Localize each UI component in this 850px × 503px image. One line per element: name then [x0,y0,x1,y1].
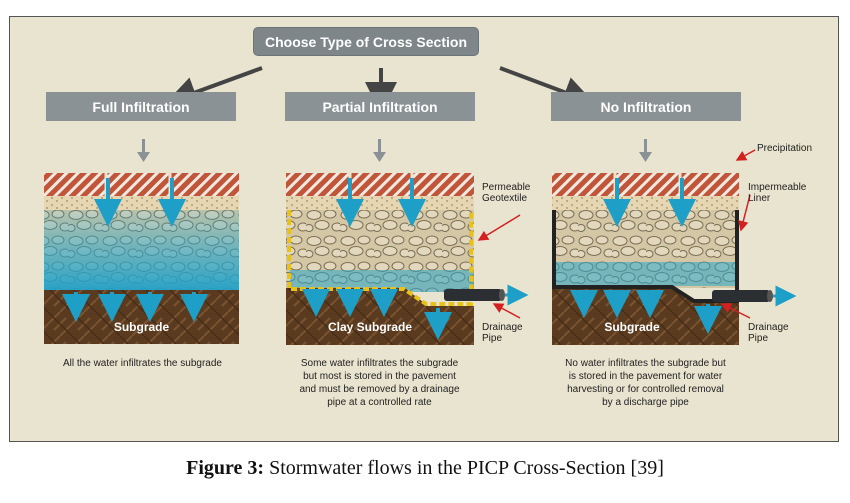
callout-line: Drainage [748,322,789,333]
title-box: Choose Type of Cross Section [253,27,479,56]
description-line: No water infiltrates the subgrade but [565,358,726,369]
heading-no-infiltration: No Infiltration [551,92,741,121]
callout-geotextile: Permeable Geotextile [482,182,530,204]
subgrade-label-partial: Clay Subgrade [327,320,413,334]
description-line: but most is stored in the pavement [303,371,456,382]
heading-full-infiltration: Full Infiltration [46,92,236,121]
subgrade-label-none: Subgrade [604,320,660,334]
callout-line: Geotextile [482,193,528,204]
callout-line: Permeable [482,182,531,193]
callout-line: Drainage [482,322,523,333]
cross-section-none [552,149,797,345]
diagram-title: Choose Type of Cross Section [265,33,467,50]
subgrade-label-full: Subgrade [113,320,170,334]
cross-section-partial [286,173,529,345]
heading-partial-infiltration: Partial Infiltration [285,92,475,121]
callout-line: Pipe [748,333,769,344]
callout-pipe-none: Drainage Pipe [748,322,789,344]
description-line: by a discharge pipe [602,397,689,408]
callout-line: Liner [748,193,771,204]
callout-line: Impermeable [748,182,807,193]
heading-label: No Infiltration [600,98,692,115]
description-line: and must be removed by a drainage [299,384,460,395]
description-line: harvesting or for controlled removal [567,384,724,395]
description-partial: Some water infiltrates the subgrade but … [272,357,487,409]
heading-label: Full Infiltration [92,98,190,115]
callout-pipe-partial: Drainage Pipe [482,322,523,344]
column-arrows [137,139,652,162]
description-none: No water infiltrates the subgrade but is… [538,357,753,409]
description-line: pipe at a controlled rate [327,397,432,408]
callout-liner: Impermeable Liner [748,182,806,204]
heading-label: Partial Infiltration [322,98,438,115]
caption-text: Stormwater flows in the PICP Cross-Secti… [264,457,664,479]
description-line: Some water infiltrates the subgrade [300,358,459,369]
description-line: is stored in the pavement for water [568,371,723,382]
callout-precipitation: Precipitation [757,143,813,154]
figure-caption: Figure 3: Stormwater flows in the PICP C… [0,457,850,480]
description-line: All the water infiltrates the subgrade [63,358,222,369]
callout-line: Pipe [482,333,503,344]
cross-section-full [44,173,239,344]
caption-label: Figure 3: [186,457,265,479]
description-full: All the water infiltrates the subgrade [40,357,245,370]
